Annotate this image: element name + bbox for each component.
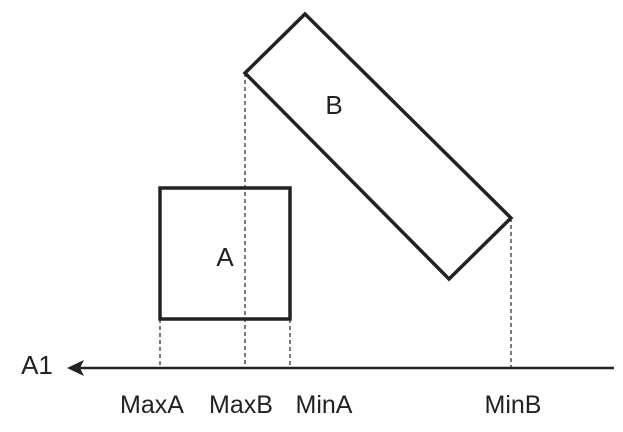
projection-label-max-b: MaxB [209, 391, 273, 419]
shape-b [242, 11, 514, 282]
projection-label-min-b: MinB [485, 391, 542, 419]
axis-label: A1 [21, 350, 53, 380]
shape-a-label: A [216, 242, 234, 272]
shape-a [158, 186, 292, 321]
projection-label-max-a: MaxA [120, 391, 184, 419]
shape-b-label: B [325, 90, 342, 120]
axis-arrowhead-icon [67, 360, 84, 376]
projection-label-min-a: MinA [296, 391, 353, 419]
